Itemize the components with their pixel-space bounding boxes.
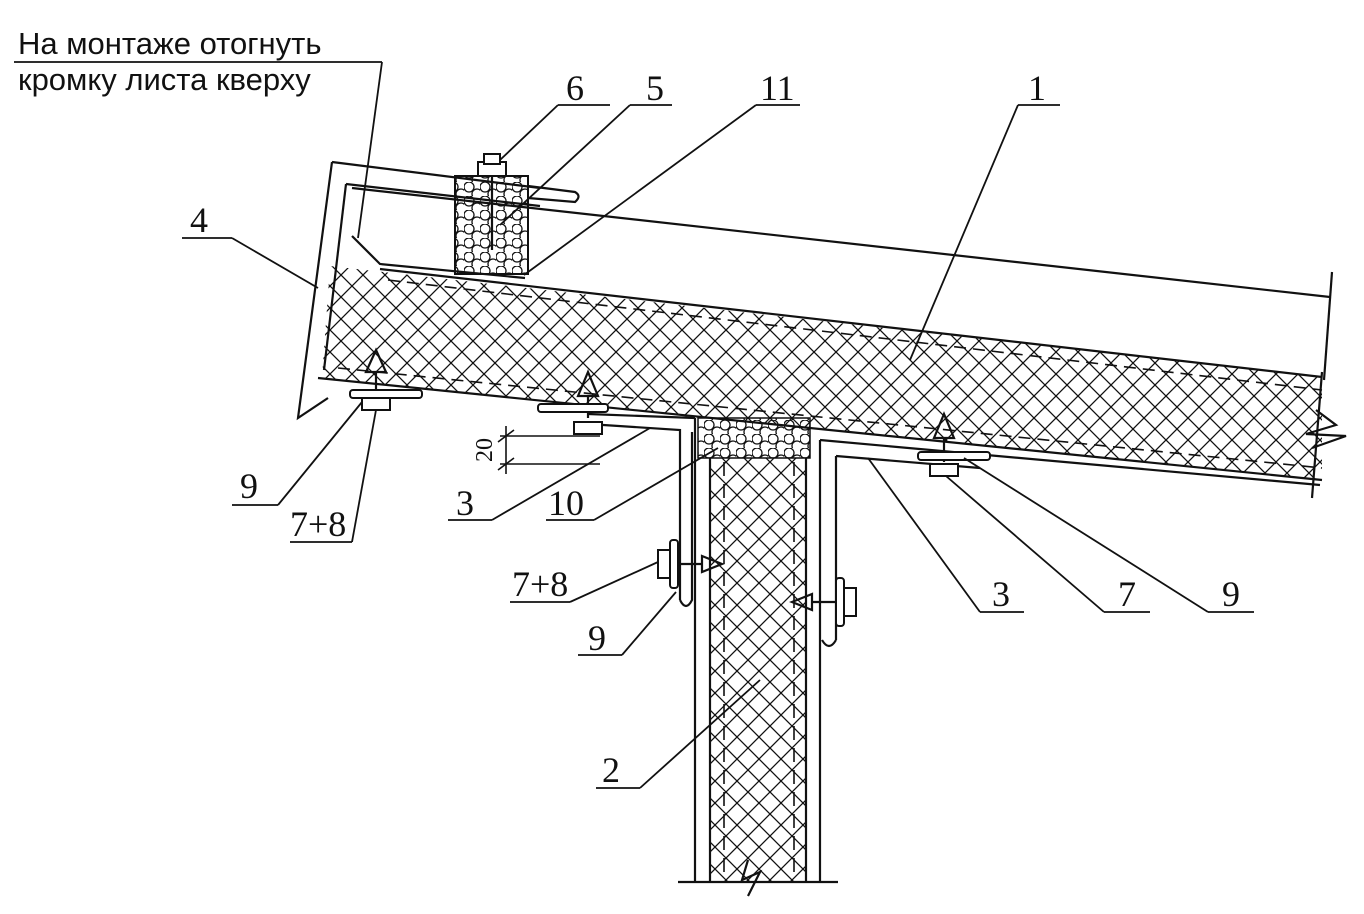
callout-3-right-label: 3	[992, 574, 1010, 614]
screw-mid	[537, 369, 609, 435]
note-block: На монтаже отогнуть кромку листа кверху	[14, 26, 383, 239]
callout-78-mid-label: 7+8	[512, 564, 568, 604]
callout-10: 10	[546, 447, 719, 523]
dimension-20: 20	[472, 426, 600, 474]
callout-1: 1	[909, 68, 1060, 361]
callout-7: 7	[945, 475, 1150, 614]
seal-circles	[697, 417, 811, 459]
callout-6-label: 6	[566, 68, 584, 108]
callout-4-label: 4	[190, 200, 208, 240]
callout-3-left: 3	[448, 427, 651, 523]
callout-78-left-label: 7+8	[290, 504, 346, 544]
callout-78-mid: 7+8	[510, 561, 659, 604]
callout-9-right: 9	[963, 457, 1254, 614]
callout-9-mid-label: 9	[588, 618, 606, 658]
callout-11: 11	[523, 68, 800, 276]
roof-panel	[317, 266, 1347, 499]
callout-3-right: 3	[867, 457, 1024, 614]
callout-9-mid: 9	[578, 591, 677, 658]
screw-wall-right	[789, 577, 857, 627]
sealant-block	[454, 153, 580, 275]
callout-11-label: 11	[760, 68, 795, 108]
callout-2: 2	[596, 679, 761, 790]
callout-9-left: 9	[232, 401, 363, 506]
callout-1-label: 1	[1028, 68, 1046, 108]
callout-2-label: 2	[602, 750, 620, 790]
callout-3-left-label: 3	[456, 483, 474, 523]
dimension-label: 20	[472, 438, 498, 462]
callout-6: 6	[499, 68, 610, 161]
screw-wall-left	[657, 539, 725, 589]
callout-4: 4	[182, 200, 319, 289]
callout-5: 5	[499, 68, 672, 226]
note-line-2: кромку листа кверху	[18, 62, 311, 97]
callout-9-left-label: 9	[240, 466, 258, 506]
wall-panel	[678, 418, 838, 897]
callout-5-label: 5	[646, 68, 664, 108]
callout-10-label: 10	[548, 483, 584, 523]
screw-right	[917, 411, 991, 477]
callout-78-left: 7+8	[290, 409, 377, 544]
note-line-1: На монтаже отогнуть	[18, 26, 322, 61]
callout-7-label: 7	[1118, 574, 1136, 614]
callout-9-right-label: 9	[1222, 574, 1240, 614]
